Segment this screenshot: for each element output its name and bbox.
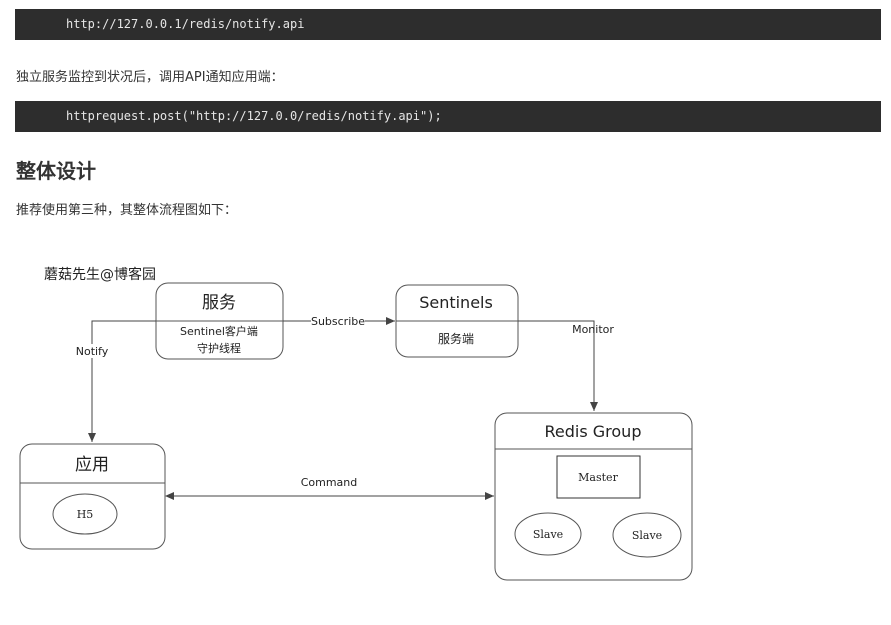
monitor-edge: Monitor: [518, 320, 614, 411]
code-text-url: http://127.0.0.1/redis/notify.api: [66, 17, 305, 31]
slave-label-2: Slave: [632, 529, 662, 542]
master-node: [556, 455, 641, 499]
notify-label: Notify: [76, 345, 109, 358]
subscribe-label: Subscribe: [311, 315, 365, 328]
sentinels-box-subtitle: 服务端: [438, 331, 474, 346]
h5-label: H5: [77, 508, 94, 521]
code-block-request: httprequest.post("http://127.0.0/redis/n…: [15, 101, 881, 132]
section-heading: 整体设计: [16, 159, 96, 183]
slave-label-1: Slave: [533, 528, 563, 541]
paragraph-flow-intro: 推荐使用第三种，其整体流程图如下：: [16, 203, 238, 218]
app-box-title: 应用: [75, 455, 109, 475]
service-box: 服务 Sentinel客户端 守护线程: [155, 282, 284, 360]
subscribe-edge: Subscribe: [283, 314, 395, 328]
watermark-text: 蘑菇先生@博客园: [44, 266, 156, 283]
command-label: Command: [301, 476, 358, 489]
app-box: 应用 H5: [19, 443, 166, 550]
monitor-label: Monitor: [572, 323, 614, 336]
master-label: Master: [578, 471, 618, 484]
h5-ellipse: [52, 493, 118, 535]
command-edge: Command: [165, 476, 494, 500]
sentinels-box: Sentinels 服务端: [395, 284, 519, 358]
slave-node-1: [514, 512, 582, 556]
sentinels-box-title: Sentinels: [419, 293, 493, 312]
service-box-line2: 守护线程: [197, 341, 241, 355]
code-block-url: http://127.0.0.1/redis/notify.api: [15, 9, 881, 40]
paragraph-notify-description: 独立服务监控到状况后，调用API通知应用端：: [16, 70, 284, 85]
redis-group-box: Redis Group Master Slave Slave: [494, 412, 693, 581]
notify-edge: Notify: [74, 320, 156, 442]
service-box-title: 服务: [202, 293, 236, 313]
redis-group-title: Redis Group: [545, 422, 642, 441]
slave-node-2: [612, 512, 682, 558]
code-text-request: httprequest.post("http://127.0.0/redis/n…: [66, 109, 442, 123]
service-box-line1: Sentinel客户端: [180, 324, 258, 338]
